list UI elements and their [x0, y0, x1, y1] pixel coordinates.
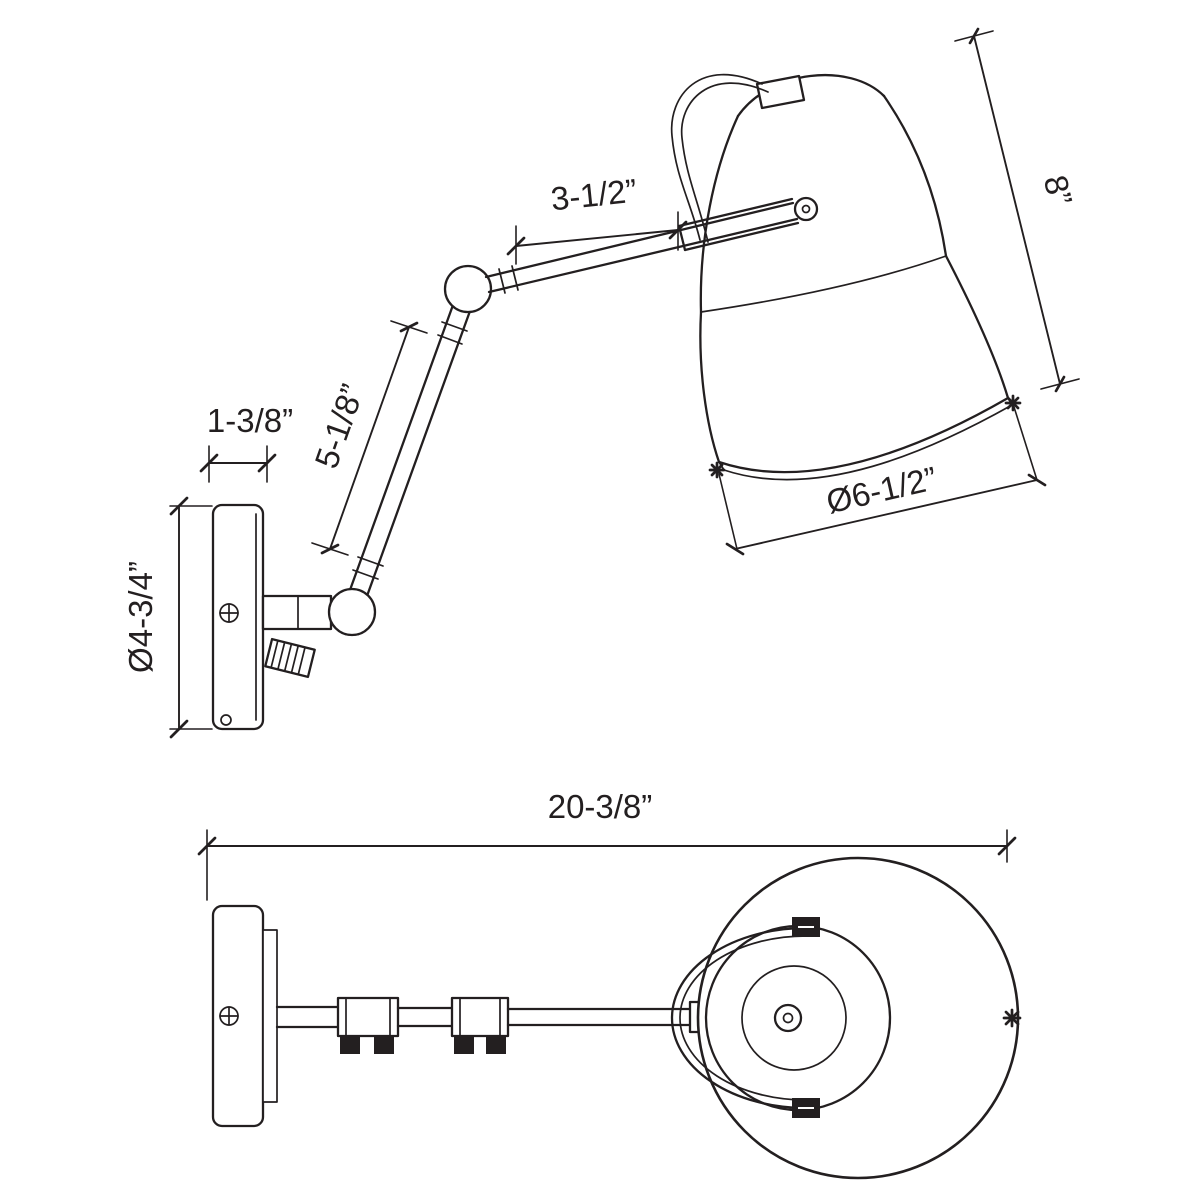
lamp-shade — [699, 73, 1013, 481]
rim-end-marker-right — [1004, 394, 1022, 412]
arm-joint-1 — [336, 996, 400, 1054]
ball-joint-lower — [327, 587, 377, 637]
dim-overall-length: 20-3/8” — [197, 788, 1017, 901]
dim-shade-height-label: 8” — [1037, 172, 1080, 209]
switch-knob — [264, 637, 316, 679]
dim-upper-arm: 3-1/2” — [506, 172, 688, 265]
side-view: 3-1/2” 8” 1-3/8” 5-1/8” — [122, 27, 1080, 739]
dim-backplate-depth-label: 1-3/8” — [207, 402, 293, 439]
power-cord — [670, 73, 769, 243]
mounting-screw-icon — [219, 603, 239, 623]
plan-backplate — [211, 904, 278, 1128]
pivot-screw-icon — [793, 196, 819, 222]
mounting-screw-icon — [219, 1006, 239, 1026]
wall-backplate — [211, 503, 333, 731]
dim-lower-arm: 5-1/8” — [307, 320, 428, 556]
plan-shade — [670, 856, 1022, 1180]
dim-shade-diameter: Ø6-1/2” — [708, 394, 1047, 556]
shade-top-cap — [755, 74, 806, 110]
center-hub — [773, 1003, 803, 1033]
dim-backplate-diameter: Ø4-3/4” — [122, 496, 213, 739]
dim-backplate-diameter-label: Ø4-3/4” — [122, 561, 159, 673]
ball-joint-upper — [443, 264, 493, 314]
shade-cap-circle — [741, 965, 847, 1071]
dim-backplate-depth: 1-3/8” — [199, 402, 293, 483]
shade-bail-handle — [670, 917, 820, 1118]
rim-end-marker-left — [708, 461, 726, 479]
dim-shade-height: 8” — [954, 27, 1080, 393]
upper-arm — [484, 197, 800, 294]
dim-shade-diameter-label: Ø6-1/2” — [823, 459, 940, 520]
plan-arm — [275, 996, 777, 1054]
rim-center-marker — [1002, 1008, 1022, 1028]
plan-view: 20-3/8” — [197, 788, 1022, 1180]
dim-upper-arm-label: 3-1/2” — [549, 172, 639, 218]
lower-swing-arm — [327, 264, 493, 637]
dim-overall-length-label: 20-3/8” — [548, 788, 653, 825]
arm-joint-2 — [450, 996, 510, 1054]
